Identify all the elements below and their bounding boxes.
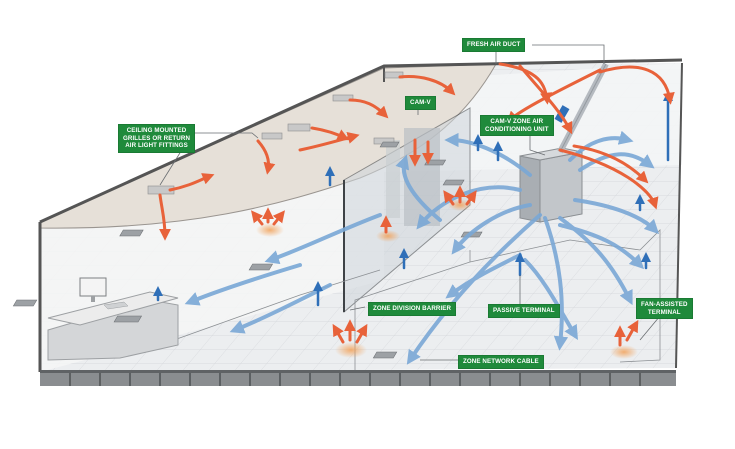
floor-terminals <box>12 141 483 359</box>
label-text: CONDITIONING UNIT <box>485 125 549 133</box>
label-text: PASSIVE TERMINAL <box>493 307 555 314</box>
ceiling-grilles <box>147 71 404 195</box>
label-cam-v-unit: CAM-V ZONE AIR CONDITIONING UNIT <box>480 115 554 136</box>
label-fresh-air-duct: FRESH AIR DUCT <box>462 38 526 52</box>
label-text: AIR LIGHT FITTINGS <box>125 142 188 149</box>
floor-edge <box>40 370 676 386</box>
label-text: GRILLES OR RETURN <box>123 134 191 142</box>
label-text: TERMINAL <box>647 308 681 316</box>
label-text: ZONE NETWORK CABLE <box>463 358 539 365</box>
label-ceiling-grilles: CEILING MOUNTED GRILLES OR RETURN AIR LI… <box>118 124 196 153</box>
label-cam-v: CAM-V <box>405 96 436 110</box>
label-zone-network-cable: ZONE NETWORK CABLE <box>458 355 544 369</box>
label-text: ZONE DIVISION BARRIER <box>373 305 452 312</box>
label-text: CAM-V ZONE AIR <box>490 118 544 125</box>
return-air-arrows <box>153 91 673 307</box>
label-text: CAM-V <box>410 99 431 106</box>
label-text: FRESH AIR DUCT <box>467 41 521 48</box>
label-passive-terminal: PASSIVE TERMINAL <box>488 304 560 318</box>
floor-pedestals <box>69 373 641 386</box>
label-zone-division-barrier: ZONE DIVISION BARRIER <box>368 302 457 316</box>
label-text: CEILING MOUNTED <box>126 127 187 134</box>
label-text: FAN-ASSISTED <box>641 301 688 308</box>
warm-air-flows <box>158 62 675 347</box>
desk <box>47 277 179 361</box>
label-fan-assisted-terminal: FAN-ASSISTED TERMINAL <box>636 298 693 319</box>
